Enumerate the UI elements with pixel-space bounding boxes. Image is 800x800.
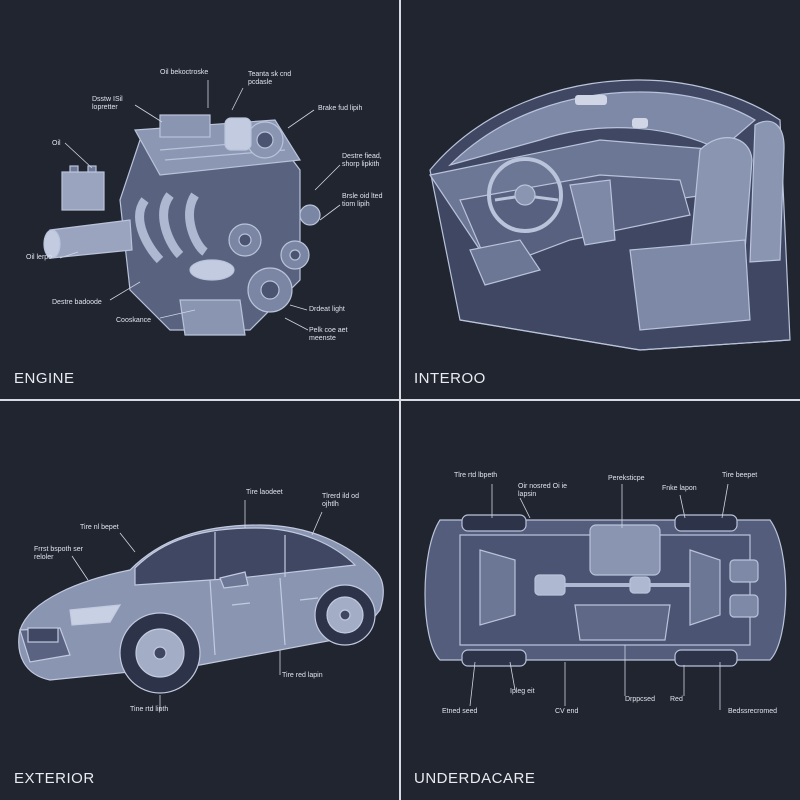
engine-callout-10: Cooskance bbox=[116, 317, 152, 324]
engine-callout-3: Dsstw ISil lopretter bbox=[92, 96, 123, 111]
underside-callout-8: CV end bbox=[555, 708, 579, 715]
engine-callout-8: Oil lerpo bbox=[26, 254, 53, 261]
underside-callout-3: Pereksticpe bbox=[608, 475, 645, 482]
underside-callout-4: Fnke lapon bbox=[662, 485, 697, 492]
exterior-callout-6: Tine rtd lipth bbox=[130, 706, 169, 713]
engine-callout-12: Pelk coe aet meenste bbox=[309, 327, 348, 342]
underside-illustration bbox=[424, 483, 787, 710]
engine-callout-9: Destre badoode bbox=[52, 299, 102, 306]
exterior-callout-4: Frrst bspoth ser reloler bbox=[34, 546, 84, 561]
underside-callout-2: Oir nosred Oi ie lapsin bbox=[518, 483, 568, 498]
engine-title: ENGINE bbox=[14, 370, 75, 387]
engine-panel: Oil bekoctroske Teanta sk cnd pcdasle Ds… bbox=[0, 0, 400, 400]
exterior-callout-1: Tire laodeet bbox=[246, 489, 283, 496]
engine-callout-1: Oil bekoctroske bbox=[160, 69, 209, 76]
underside-callout-1: Tlre rtd lbpeth bbox=[454, 472, 498, 479]
exterior-callout-2: Tlrerd ild od ojhtlh bbox=[322, 493, 359, 508]
underside-callout-5: Tire beepet bbox=[722, 472, 758, 479]
engine-callout-7: Brsle oid lted tiom lipih bbox=[342, 193, 383, 208]
engine-callout-4: Brake fud lipih bbox=[318, 105, 363, 112]
engine-callout-2: Teanta sk cnd pcdasle bbox=[248, 71, 292, 86]
underside-panel: Tlre rtd lbpeth Oir nosred Oi ie lapsin … bbox=[400, 400, 800, 800]
underside-callout-10: Red bbox=[670, 696, 683, 703]
underside-callout-11: Bedssrecromed bbox=[728, 708, 778, 715]
horizontal-divider bbox=[0, 399, 800, 401]
underside-callout-7: Ipleg eit bbox=[510, 688, 535, 695]
engine-callout-11: Drdeat light bbox=[309, 306, 345, 313]
interior-title: INTEROO bbox=[414, 370, 486, 387]
underside-callout-6: Etned seed bbox=[442, 708, 478, 715]
exterior-callout-5: Tire red lapin bbox=[282, 672, 323, 679]
exterior-illustration bbox=[18, 500, 384, 710]
interior-panel: INTEROO bbox=[400, 0, 800, 400]
underside-callout-9: Drppcsed bbox=[625, 696, 655, 703]
exterior-panel: Tire laodeet Tlrerd ild od ojhtlh Tire n… bbox=[0, 400, 400, 800]
exterior-callout-3: Tire nl bepet bbox=[80, 524, 119, 531]
underside-title: UNDERDACARE bbox=[414, 770, 536, 787]
engine-callout-6: Destre fiead, shorp lipkith bbox=[342, 153, 382, 168]
engine-callout-5: Oil bbox=[52, 140, 61, 147]
engine-illustration bbox=[43, 80, 341, 336]
exterior-title: EXTERIOR bbox=[14, 770, 95, 787]
interior-illustration bbox=[429, 79, 791, 351]
